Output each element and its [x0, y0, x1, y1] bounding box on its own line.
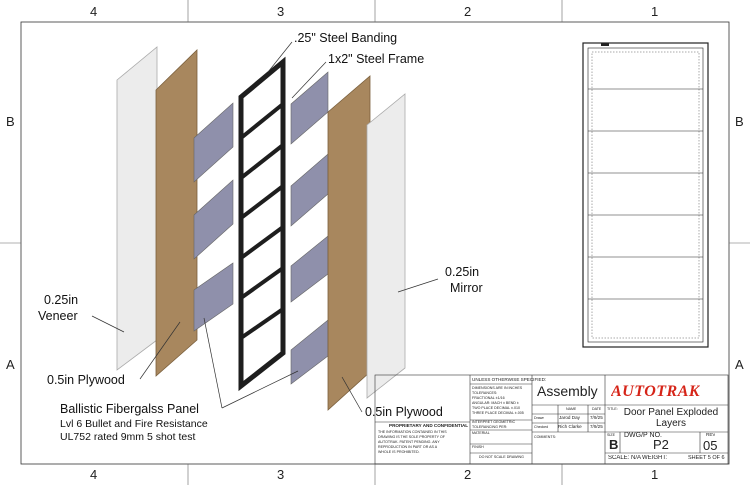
zone-column-label: 3 — [277, 4, 285, 19]
rev-value: 05 — [703, 438, 718, 453]
zone-row-label: A — [735, 357, 744, 372]
ballistic-panel — [290, 319, 329, 385]
callout-mirror-line1: 0.25in — [445, 265, 480, 279]
ballistic-panel — [193, 179, 234, 260]
callout-steel-banding: .25" Steel Banding — [294, 31, 398, 45]
mirror-layer — [366, 93, 406, 399]
dwg-no-label: DWG/P NO. — [624, 432, 662, 439]
steel-frame — [238, 56, 286, 392]
callout-veneer-line1: 0.25in — [44, 293, 79, 307]
zone-column-label: 3 — [277, 467, 285, 482]
zone-row-label: B — [735, 114, 744, 129]
ballistic-panel — [193, 102, 234, 183]
checked-date: 7/9/25 — [590, 424, 603, 429]
checked-name: Rich Clarke — [558, 424, 582, 429]
date-header: DATE — [592, 407, 602, 411]
callout-plywood-right: 0.5in Plywood — [365, 405, 443, 419]
callout-ballistic-spec-2: UL752 rated 9mm 5 shot test — [60, 431, 196, 443]
proprietary-text-line: WHOLE IS PROHIBITED. — [378, 450, 420, 454]
weight-text: WEIGHT: — [642, 455, 667, 461]
zone-column-label: 4 — [90, 4, 98, 19]
tolerance-line: DIMENSIONS ARE IN INCHES — [472, 386, 523, 390]
name-header: NAME — [566, 407, 577, 411]
tolerance-line: ANGULAR: MACH ± BEND ± — [472, 401, 519, 405]
callout-veneer-line2: Veneer — [38, 309, 78, 323]
zone-column-label: 2 — [464, 4, 472, 19]
material-label: MATERIAL — [472, 431, 490, 435]
veneer-layer — [116, 46, 158, 371]
tolerance-line: TWO PLACE DECIMAL ±.010 — [472, 406, 520, 410]
zone-column-label: 2 — [464, 467, 472, 482]
callout-ballistic-spec-1: Lvl 6 Bullet and Fire Resistance — [60, 418, 208, 430]
ballistic-panels-left — [193, 102, 234, 332]
scale-text: SCALE: N/A — [608, 455, 642, 461]
assembly-label: Assembly — [537, 383, 598, 399]
zone-row-label: A — [6, 357, 15, 372]
size-label: SIZE — [607, 433, 615, 437]
zone-column-label: 4 — [90, 467, 98, 482]
drawn-name: Jarod Day — [559, 415, 580, 420]
autotrak-logo: AUTOTRAK — [611, 383, 701, 400]
plywood-layer-left — [155, 49, 198, 377]
title-block: UNLESS OTHERWISE SPECIFIED: DIMENSIONS A… — [375, 375, 728, 464]
callout-ballistic-panel: Ballistic Fibergalss Panel — [60, 402, 199, 416]
proprietary-text-line: AUTOTRAK. PATENT PENDING. ANY — [378, 440, 440, 444]
title-block-grid — [374, 374, 729, 465]
proprietary-text-line: DRAWING IS THE SOLE PROPERTY OF — [378, 435, 445, 439]
size-value: B — [609, 437, 619, 452]
tolerance-line: TOLERANCES: — [472, 391, 498, 395]
callout-steel-frame: 1x2" Steel Frame — [328, 52, 425, 66]
drawing-title: Door Panel Exploded Layers — [617, 407, 725, 429]
zone-row-label: B — [6, 114, 15, 129]
ballistic-panel — [193, 262, 234, 332]
title-label: TITLE: — [607, 407, 618, 411]
proprietary-text-line: THE INFORMATION CONTAINED IN THIS — [378, 430, 447, 434]
front-view — [582, 42, 709, 348]
plywood-layer-right — [327, 75, 371, 411]
ballistic-panel — [290, 153, 329, 227]
zone-column-label: 1 — [651, 467, 659, 482]
tolerance-line: FRACTIONAL ±1/16 — [472, 396, 505, 400]
rev-label: REV — [706, 432, 716, 437]
drawn-label: Drawn — [534, 416, 545, 420]
ballistic-panels-right — [290, 71, 329, 385]
proprietary-text-line: REPRODUCTION IN PART OR AS A — [378, 445, 438, 449]
ballistic-panel — [290, 71, 329, 145]
sheet-number: SHEET 5 OF 6 — [688, 455, 725, 461]
comments-label: COMMENTS: — [534, 435, 556, 439]
interpret-tolerancing: INTERPRET GEOMETRIC TOLERANCING PER: — [472, 420, 516, 429]
drawn-date: 7/9/25 — [590, 415, 603, 420]
drawing-title-line2: Layers — [655, 418, 686, 429]
zone-column-label: 1 — [651, 4, 659, 19]
dwg-no-value: P2 — [653, 437, 669, 452]
callout-mirror-line2: Mirror — [450, 281, 483, 295]
ballistic-panel — [290, 235, 329, 303]
tolerance-line: THREE PLACE DECIMAL ±.005 — [472, 411, 524, 415]
drawing-title-line1: Door Panel Exploded — [623, 407, 719, 418]
proprietary-title: PROPRIETARY AND CONFIDENTIAL — [389, 423, 469, 428]
unless-specified: UNLESS OTHERWISE SPECIFIED: — [472, 377, 547, 382]
leader-lines — [91, 41, 439, 413]
do-not-scale: DO NOT SCALE DRAWING — [479, 455, 524, 459]
finish-label: FINISH — [472, 445, 484, 449]
checked-label: Checked — [534, 425, 549, 429]
callout-plywood-left: 0.5in Plywood — [47, 373, 125, 387]
